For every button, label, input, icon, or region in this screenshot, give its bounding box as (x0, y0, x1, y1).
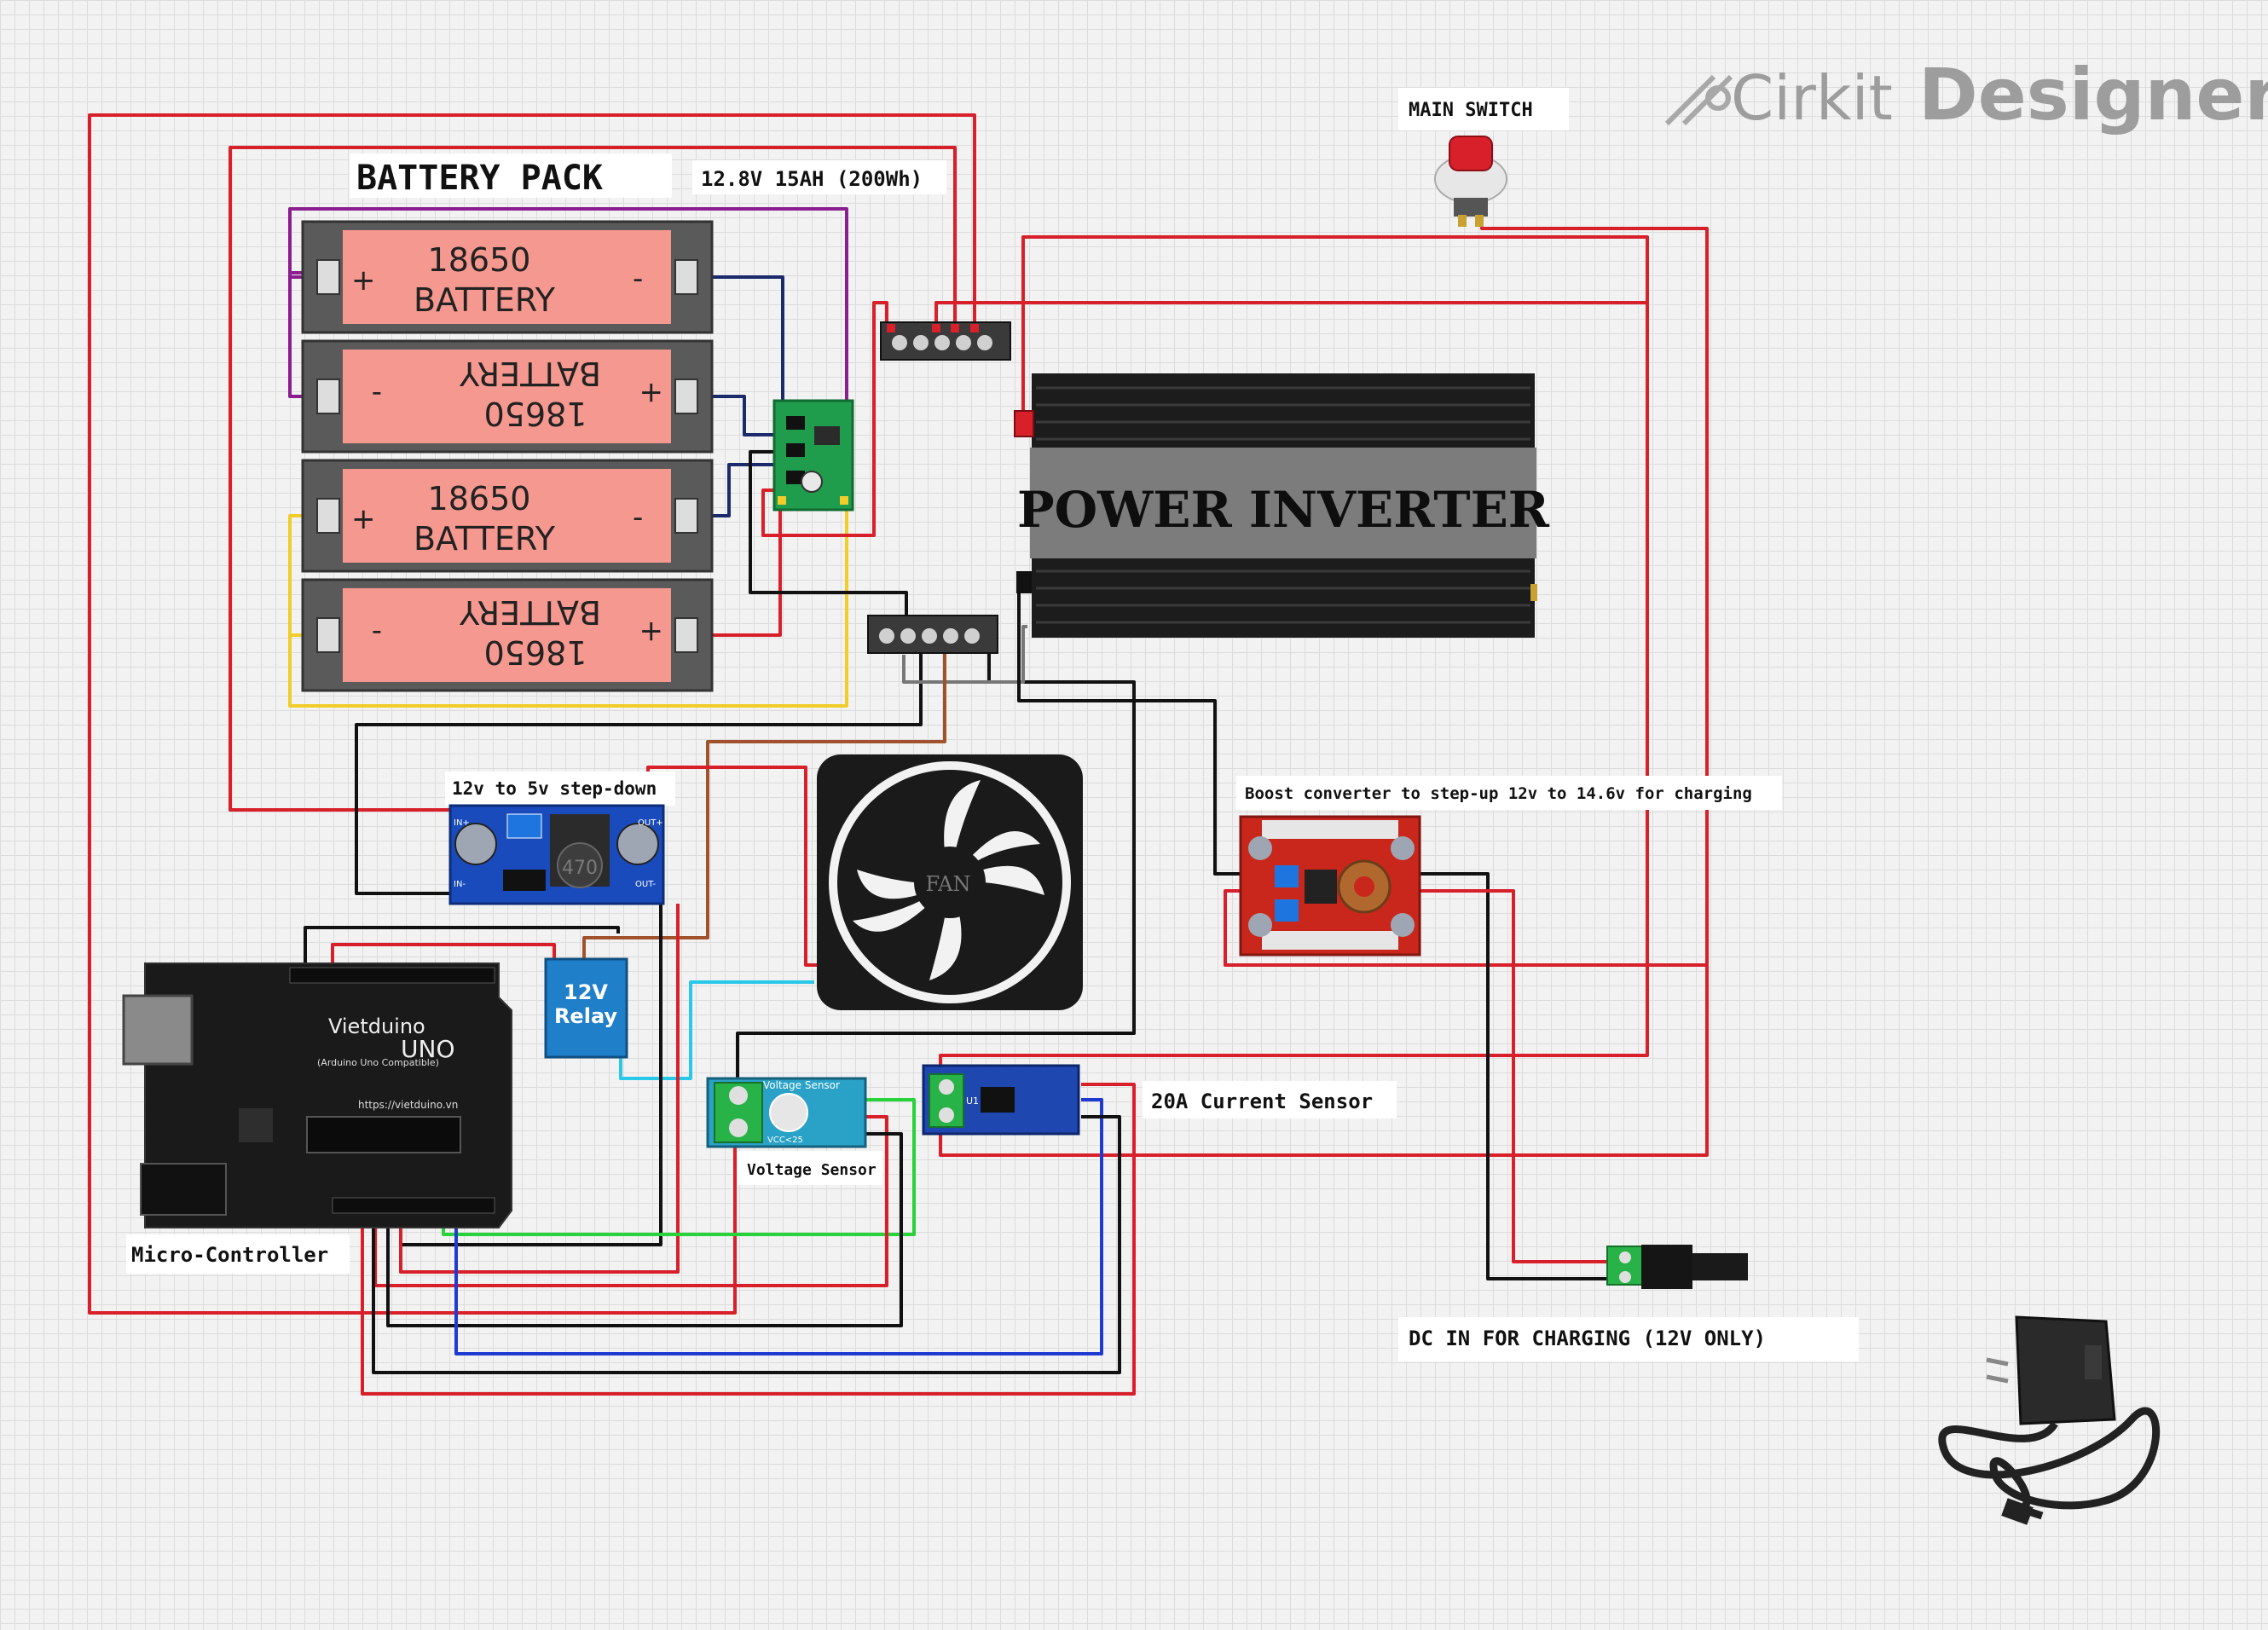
arduino-name: Vietduino (328, 1014, 425, 1038)
wire-black-terminal[interactable] (736, 652, 1136, 1100)
main-switch[interactable]: MAIN SWITCH (1398, 88, 1569, 227)
battery-minus: - (633, 262, 643, 296)
voltage-board-title: Voltage Sensor (763, 1079, 840, 1091)
terminal-block-top[interactable] (880, 321, 1011, 361)
stepdown-out-minus: OUT- (635, 880, 656, 889)
voltage-sensor-label: Voltage Sensor (747, 1161, 877, 1179)
power-adapter-icon (1938, 1315, 2161, 1525)
wire-red-bms[interactable] (761, 301, 888, 537)
stepdown-out-plus: OUT+ (638, 818, 663, 828)
wire-red-relay[interactable] (331, 943, 556, 972)
wire-red-top-inner[interactable] (229, 146, 957, 812)
battery-spec-label: 12.8V 15AH (200Wh) (701, 167, 923, 191)
current-sensor-label: 20A Current Sensor (1151, 1090, 1373, 1113)
battery-text-line1: 18650 (484, 633, 587, 671)
wire-red-current[interactable] (361, 1083, 1136, 1396)
battery-minus: - (633, 500, 643, 535)
boost-converter[interactable]: Boost converter to step-up 12v to 14.6v … (1236, 776, 1782, 957)
acs-u1: U1 (966, 1095, 979, 1107)
wire-red-boost-out[interactable] (1415, 889, 1616, 1263)
wire-black-boost[interactable] (1017, 580, 1245, 876)
arduino-compat: (Arduino Uno Compatible) (317, 1057, 439, 1068)
battery-text-line1: 18650 (484, 395, 587, 432)
voltage-board-vcc: VCC<25 (767, 1136, 803, 1145)
cirkit-logo-suffix: Designer (1918, 53, 2268, 136)
battery-plus: + (639, 615, 664, 649)
cirkit-logo-icon (1664, 74, 1733, 126)
cirkit-logo-prefix: Cirkit (1731, 62, 1893, 134)
battery-minus: - (372, 616, 382, 650)
wires (88, 113, 1709, 1396)
dc-in-jack[interactable]: DC IN FOR CHARGING (12V ONLY) (1398, 1245, 1859, 1361)
wire-brown[interactable] (582, 652, 946, 963)
arduino-model: UNO (401, 1035, 454, 1063)
stepdown-in-plus: IN+ (454, 818, 470, 828)
wire-black-bms[interactable] (749, 450, 908, 652)
relay-label-line2: Relay (554, 1004, 617, 1028)
inverter-title: POWER INVERTER (1017, 481, 1550, 539)
wire-purple-top[interactable] (288, 207, 848, 405)
battery-minus: - (372, 378, 382, 412)
battery-text-line2: BATTERY (414, 520, 556, 558)
wire-black-relay[interactable] (304, 926, 620, 972)
battery-text-line2: BATTERY (459, 355, 601, 392)
battery-plus: + (639, 376, 664, 410)
cooling-fan[interactable]: FAN (817, 754, 1083, 1010)
stepdown-label: 12v to 5v step-down (452, 778, 657, 799)
wire-black-current[interactable] (372, 1115, 1121, 1374)
battery-text-line1: 18650 (428, 241, 531, 279)
microcontroller-label-group: Micro-Controller (126, 1234, 350, 1274)
wire-navy-3[interactable] (703, 463, 783, 517)
wire-black-stepdown[interactable] (355, 652, 923, 895)
microcontroller-label: Micro-Controller (131, 1243, 328, 1267)
wire-black-voltage[interactable] (386, 1132, 903, 1327)
stepdown-converter[interactable]: 12v to 5v step-down 470 IN+ IN- OUT+ OUT… (445, 772, 675, 905)
battery-cell-1[interactable]: + - 18650 BATTERY (301, 220, 714, 334)
wire-green[interactable] (442, 1098, 916, 1236)
battery-cell-4[interactable]: + - 18650 BATTERY (301, 578, 714, 692)
battery-pack-title: BATTERY PACK (356, 159, 603, 198)
cirkit-logo: Cirkit Designer (1664, 53, 2268, 136)
battery-plus: + (351, 263, 376, 298)
boost-label: Boost converter to step-up 12v to 14.6v … (1245, 784, 1752, 803)
battery-pack[interactable]: BATTERY PACK 12.8V 15AH (200Wh) + - 1865… (301, 153, 946, 692)
battery-text-line2: BATTERY (459, 593, 601, 631)
wire-red-inverter-2[interactable] (934, 301, 1647, 328)
wire-blue[interactable] (454, 1098, 1103, 1355)
wire-red-stepdown-out[interactable] (399, 904, 680, 1274)
battery-cell-3[interactable]: + - 18650 BATTERY (301, 459, 714, 573)
fan-label: FAN (926, 872, 971, 896)
wire-navy-1[interactable] (703, 275, 784, 408)
wire-cyan[interactable] (619, 980, 814, 1080)
battery-text-line1: 18650 (428, 480, 531, 517)
wire-yellow-right[interactable] (288, 507, 848, 708)
wire-gray-terminal[interactable] (902, 625, 1027, 684)
wire-red-battery[interactable] (703, 473, 782, 637)
wire-black-boost-out[interactable] (1415, 872, 1616, 1280)
arduino-uno[interactable]: Vietduino UNO (Arduino Uno Compatible) h… (122, 962, 512, 1228)
battery-plus: + (351, 502, 376, 536)
dc-in-label: DC IN FOR CHARGING (12V ONLY) (1409, 1327, 1766, 1350)
wire-red-inverter[interactable] (939, 235, 1649, 1100)
stepdown-in-minus: IN- (454, 880, 466, 889)
wire-navy-2[interactable] (703, 395, 783, 436)
relay-label-line1: 12V (564, 980, 608, 1004)
battery-text-line2: BATTERY (414, 281, 556, 319)
bms-board[interactable] (772, 399, 854, 512)
voltage-sensor[interactable]: Voltage Sensor VCC<25 Voltage Sensor (706, 1077, 882, 1185)
wire-purple-left[interactable] (288, 271, 311, 398)
arduino-url: https://vietduino.vn (358, 1099, 458, 1111)
battery-cell-2[interactable]: + - 18650 BATTERY (301, 339, 714, 454)
terminal-block-bottom[interactable] (867, 615, 998, 654)
inductor-label: 470 (562, 858, 598, 879)
power-inverter[interactable]: POWER INVERTER (1014, 373, 1550, 638)
relay-module[interactable]: 12V Relay (544, 957, 628, 1059)
current-sensor[interactable]: U1 20A Current Sensor (922, 1064, 1397, 1136)
main-switch-label: MAIN SWITCH (1409, 100, 1533, 121)
